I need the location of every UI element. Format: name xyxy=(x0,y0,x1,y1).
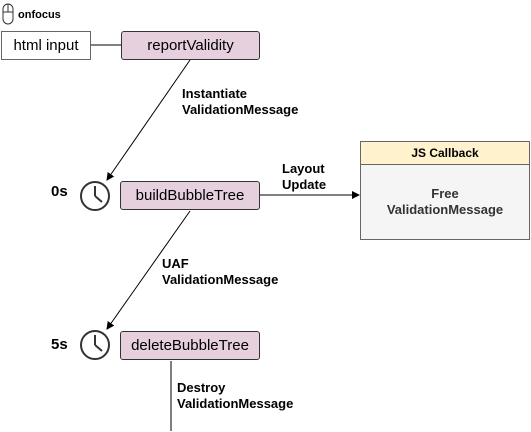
callback-body: Free ValidationMessage xyxy=(361,164,529,239)
destroy-edge-label: Destroy ValidationMessage xyxy=(177,380,294,411)
build-to-clock5-arrow xyxy=(106,210,191,330)
uaf-edge-label: UAF ValidationMessage xyxy=(162,256,279,287)
report-validity-node[interactable]: reportValidity xyxy=(121,31,260,60)
instantiate-edge-label: Instantiate ValidationMessage xyxy=(182,86,299,117)
event-label: onfocus xyxy=(18,9,61,21)
delete-bubble-tree-node[interactable]: deleteBubbleTree xyxy=(120,331,260,360)
clock-icon xyxy=(80,330,110,360)
callback-title: JS Callback xyxy=(361,142,529,165)
report-to-clock0-arrow xyxy=(106,59,191,181)
callback-body-line-1: Free xyxy=(431,185,459,201)
js-callback-box: JS Callback Free ValidationMessage xyxy=(360,141,530,240)
time-label-5s: 5s xyxy=(51,336,68,353)
build-bubble-tree-node[interactable]: buildBubbleTree xyxy=(120,181,260,210)
layout-update-edge-label: Layout Update xyxy=(282,161,327,192)
callback-body-line-2: ValidationMessage xyxy=(386,201,504,217)
mouse-icon xyxy=(2,3,14,25)
html-input-node[interactable]: html input xyxy=(1,31,91,60)
clock-icon xyxy=(80,181,110,211)
time-label-0s: 0s xyxy=(51,183,68,200)
